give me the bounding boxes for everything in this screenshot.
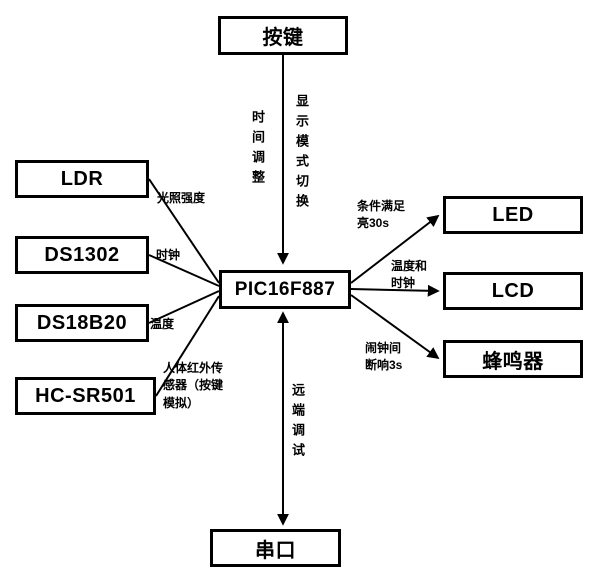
edge-mcu-led <box>350 214 440 284</box>
edge-label-lcd-content: 温度和时钟 <box>391 259 428 291</box>
edge-ds1302-mcu <box>148 254 220 287</box>
edge-label-display-mode-switch: 显示模式切换 <box>294 94 309 214</box>
node-serial-port: 串口 <box>210 529 341 567</box>
node-ds1302-rtc: DS1302 <box>15 236 149 274</box>
edge-label-buzzer-alarm: 闹钟间断响3s <box>365 341 403 373</box>
edge-label-remote-debug: 远端调试 <box>290 383 305 463</box>
node-lcd: LCD <box>443 272 583 310</box>
node-ds18b20-temp-sensor: DS18B20 <box>15 304 149 342</box>
node-pic16f887-mcu: PIC16F887 <box>219 270 351 309</box>
edge-hcsr501-mcu <box>155 295 220 397</box>
edge-label-temperature: 温度 <box>150 317 175 331</box>
edge-label-light-intensity: 光照强度 <box>157 191 206 205</box>
edge-label-clock: 时钟 <box>156 248 181 262</box>
node-buzzer: 蜂鸣器 <box>443 340 583 378</box>
node-button: 按键 <box>218 16 348 55</box>
edge-ldr-mcu <box>148 178 220 284</box>
node-led: LED <box>443 196 583 234</box>
node-hcsr501-pir: HC-SR501 <box>15 377 156 415</box>
edge-label-time-adjust: 时间调整 <box>250 110 265 190</box>
edge-mcu-lcd <box>350 284 440 297</box>
edge-ds18b20-mcu <box>148 290 220 324</box>
edge-mcu-buzzer <box>350 294 440 360</box>
edge-label-led-condition: 条件满足亮30s <box>357 199 406 231</box>
edge-label-pir-sensor: 人体红外传感器（按键模拟） <box>163 361 224 410</box>
node-ldr-sensor: LDR <box>15 160 149 198</box>
